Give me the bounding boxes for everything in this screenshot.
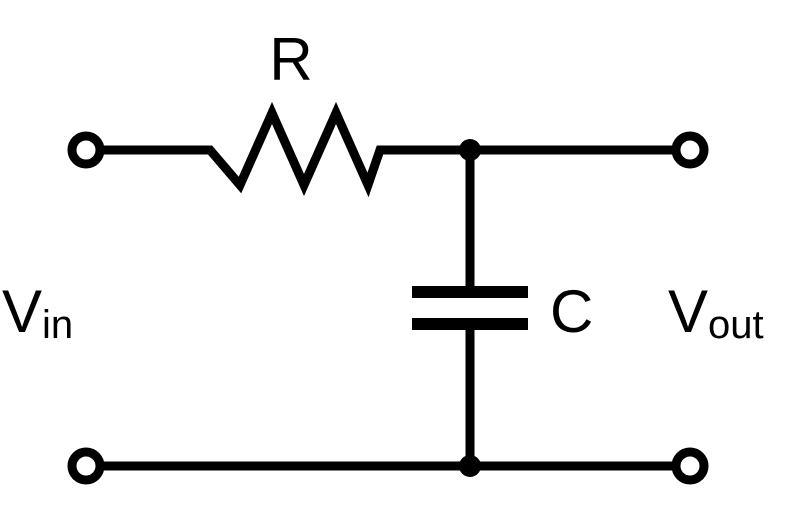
output-terminal-bottom (671, 447, 709, 485)
output-voltage-subscript: out (708, 303, 764, 347)
junction-dot-bottom (459, 455, 481, 477)
output-voltage-label: Vout (668, 278, 764, 347)
output-voltage-symbol: V (668, 278, 708, 345)
input-terminal-top (67, 131, 105, 169)
output-terminal-top (671, 131, 709, 169)
input-terminal-bottom (67, 447, 105, 485)
capacitor-label: C (550, 278, 593, 345)
junction-dot-top (459, 139, 481, 161)
resistor-symbol (198, 101, 386, 198)
input-voltage-label: Vin (2, 278, 73, 347)
input-voltage-subscript: in (42, 303, 73, 347)
input-voltage-symbol: V (2, 278, 42, 345)
resistor-label: R (269, 26, 312, 93)
